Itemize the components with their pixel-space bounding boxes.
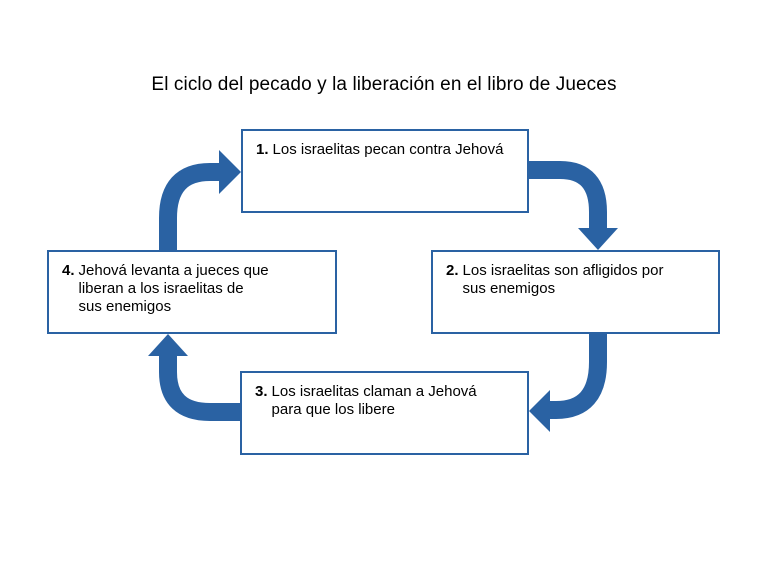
arrow-4-to-1: [159, 150, 241, 250]
step-box-1: 1. Los israelitas pecan contra Jehová: [241, 129, 529, 213]
step-box-3: 3. Los israelitas claman a Jehová para q…: [240, 371, 529, 455]
step-number: 3.: [255, 383, 268, 400]
step-text: Los israelitas son afligidos por sus ene…: [462, 262, 664, 297]
step-number: 1.: [256, 141, 269, 158]
arrow-2-to-3: [529, 334, 607, 432]
step-box-4: 4. Jehová levanta a jueces que liberan a…: [47, 250, 337, 334]
arrow-3-to-4: [148, 334, 240, 421]
step-number: 2.: [446, 262, 459, 279]
step-text: Jehová levanta a jueces que liberan a lo…: [78, 262, 269, 315]
step-number: 4.: [62, 262, 75, 279]
diagram-title: El ciclo del pecado y la liberación en e…: [151, 74, 617, 95]
arrow-1-to-2: [529, 161, 618, 250]
step-box-2: 2. Los israelitas son afligidos por sus …: [431, 250, 720, 334]
step-text: Los israelitas claman a Jehová para que …: [271, 383, 477, 418]
step-text: Los israelitas pecan contra Jehová: [272, 141, 504, 158]
